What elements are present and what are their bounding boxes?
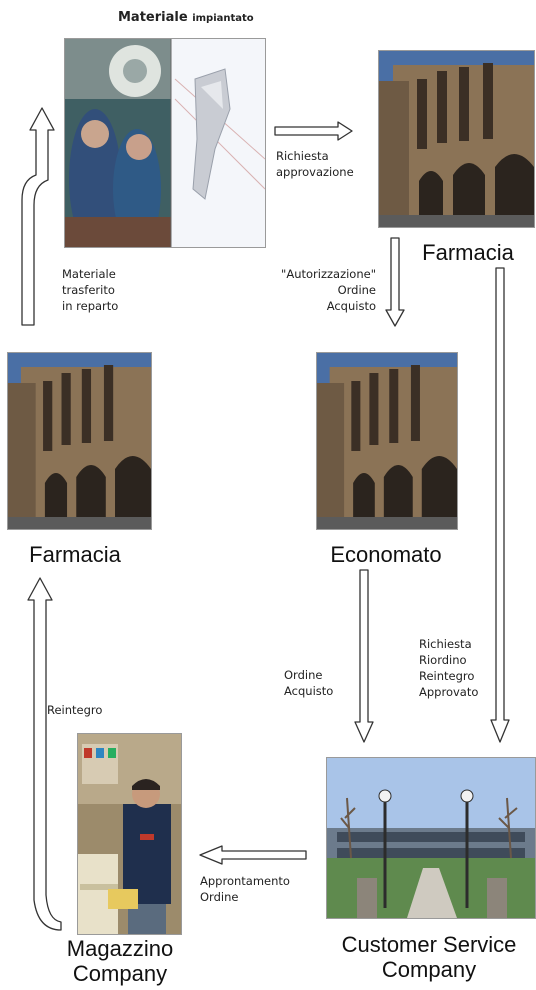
label-richiesta-riordino: Richiesta Riordino Reintegro Approvato	[419, 637, 479, 699]
arrow-materiale-trasferito	[21, 107, 55, 326]
arrow-reintegro	[27, 577, 62, 931]
node-customer-service: Customer Service Company	[341, 932, 517, 982]
arrow-richiesta-riordino	[490, 267, 510, 743]
title-small: impiantato	[192, 13, 254, 24]
node-economato: Economato	[330, 542, 442, 567]
building-photo-economato	[316, 352, 458, 530]
label-reintegro: Reintegro	[47, 703, 103, 717]
warehouse-photo	[77, 733, 182, 935]
arrow-richiesta-approvazione	[274, 121, 353, 141]
building-photo-farmacia-top	[378, 50, 535, 228]
arrow-approntamento	[199, 845, 307, 865]
label-autorizzazione: "Autorizzazione" Ordine Acquisto	[281, 267, 376, 313]
arrow-autorizzazione	[385, 237, 405, 327]
label-richiesta-approvazione: Richiesta approvazione	[276, 149, 354, 179]
node-magazzino: Magazzino Company	[66, 936, 174, 986]
node-farmacia-left: Farmacia	[29, 542, 121, 567]
building-photo-farmacia-left	[7, 352, 152, 530]
title-bold: Materiale	[118, 10, 188, 25]
label-materiale-trasferito: Materiale trasferito in reparto	[62, 267, 119, 313]
top-title: Materiale impiantato	[118, 10, 254, 25]
label-approntamento: Approntamento Ordine	[200, 874, 290, 904]
label-ordine-acquisto: Ordine Acquisto	[284, 668, 334, 698]
node-farmacia-top: Farmacia	[422, 240, 514, 265]
office-photo	[326, 757, 536, 919]
arrow-ordine-acquisto	[354, 569, 374, 743]
surgery-photo	[64, 38, 266, 248]
